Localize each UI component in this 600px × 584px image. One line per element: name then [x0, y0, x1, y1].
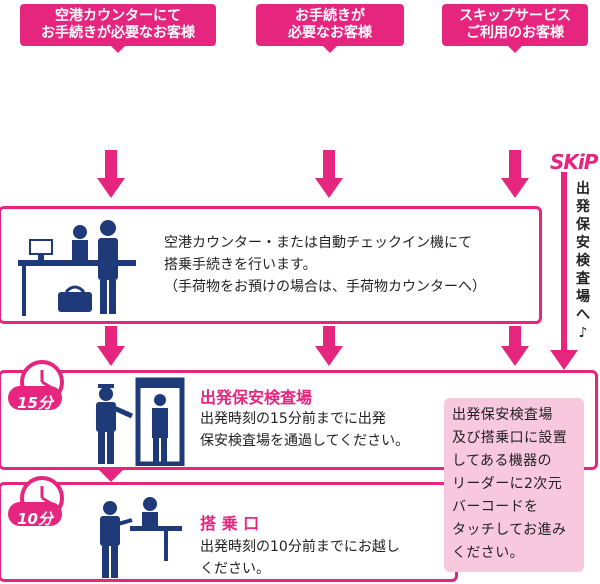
skip-char: 場 [576, 289, 590, 305]
category-text-line: 予約・購入・座席指定を [441, 60, 595, 76]
skip-char: 検 [576, 253, 590, 269]
category-text-line: ２次元バーコードを [441, 101, 589, 123]
arrow-stem [509, 326, 521, 348]
arrow-stem [323, 326, 335, 348]
category-head-line: ご利用のお客様 [466, 25, 564, 41]
security-text-line: 出発時刻の15分前までに出発 [200, 411, 386, 427]
arrow-head [97, 468, 125, 482]
checkin-text: 空港カウンター・または自動チェックイン機にて 搭乗手続きを行います。 （手荷物を… [164, 232, 486, 298]
note-line: ください。 [452, 545, 524, 561]
category-text-line: ある運賃をご利用のお客様 [7, 126, 175, 142]
checkin-counter-icon [18, 220, 136, 316]
skip-char: 査 [576, 271, 590, 287]
category-head-line: 空港カウンターにて [55, 8, 181, 24]
skip-char: 出 [576, 181, 590, 197]
skip-arrow-stem [561, 172, 567, 352]
arrow-head [315, 346, 343, 366]
arrow-head [315, 178, 343, 198]
security-title: 出発保安検査場 [200, 388, 313, 407]
category-head-procedure: お手続きが 必要なお客様 [256, 4, 404, 53]
clock-icon [8, 476, 64, 526]
category-text-line: お済みのお客様で、 [441, 82, 567, 98]
category-head-counter: 空港カウンターにて お手続きが必要なお客様 [20, 4, 216, 53]
boarding-gate-icon [100, 497, 182, 578]
checkin-text-line: 空港カウンター・または自動チェックイン機にて [164, 235, 472, 251]
security-gate-icon [96, 377, 185, 466]
arrow-head [97, 346, 125, 366]
skip-char: 保 [576, 217, 590, 233]
category-text-line: にお立ち寄りいただく必要が [7, 104, 189, 120]
skip-char: へ [576, 307, 590, 323]
skip-route-label: 出 発 保 安 検 査 場 へ ♪ [574, 180, 592, 342]
arrow-stem [105, 150, 117, 180]
category-head-line: スキップサービス [459, 8, 571, 24]
gate-text-line: ください。 [200, 561, 270, 577]
arrow-head [501, 346, 529, 366]
note-line: タッチしてお進み [452, 522, 567, 538]
skip-char: 安 [576, 235, 590, 251]
category-head-line: お手続きが必要なお客様 [41, 25, 195, 41]
time-badge-15: 15分前 [17, 394, 53, 433]
skip-char: 発 [576, 199, 590, 215]
category-text-line: お済みでないお客様／ [257, 82, 397, 98]
note-line: リーダーに2次元 [452, 476, 563, 492]
category-head-line: お手続きが [295, 8, 365, 24]
arrow-head [97, 178, 125, 198]
category-head-line: 必要なお客様 [288, 25, 372, 41]
time-badge-10: 10分前 [17, 510, 53, 549]
checkin-text-line: （手荷物をお預けの場合は、手荷物カウンターへ） [164, 279, 486, 295]
skip-char: ♪ [578, 325, 588, 341]
skip-logo: SKiP [550, 150, 598, 174]
arrow-stem [105, 326, 117, 348]
category-text-line: ２次元バーコードを [257, 104, 383, 120]
gate-box [0, 482, 458, 582]
category-text-bold: ２次元バーコード [441, 104, 553, 120]
checkin-text-line: 搭乗手続きを行います。 [164, 257, 317, 273]
category-head-skip: スキップサービス ご利用のお客様 [442, 4, 588, 53]
category-text-line: お持ちでないお客様 [257, 126, 383, 142]
category-text-line: 予約・購入・座席指定を [257, 60, 411, 76]
category-text-line: お客様／空港の有人カウンター [7, 82, 203, 98]
arrow-stem [323, 150, 335, 180]
arrow-stem [509, 150, 521, 180]
gate-text-line: 出発時刻の10分前までにお越し [200, 539, 400, 555]
note-line: 及び搭乗口に設置 [452, 430, 568, 446]
gate-title: 搭 乗 口 [200, 514, 260, 533]
security-text-line: 保安検査場を通過してください。 [200, 433, 410, 449]
category-text-line: お持ちのお客様 [441, 126, 539, 142]
category-text-suffix: を [553, 104, 567, 120]
note-line: してある機器の [452, 453, 552, 469]
arrow-head [501, 178, 529, 198]
note-line: バーコードを [452, 499, 539, 515]
skip-arrow-head [550, 350, 578, 370]
gate-text: 出発時刻の10分前までにお越し ください。 [200, 536, 400, 580]
clock-icon [8, 360, 64, 410]
note-line: 出発保安検査場 [452, 407, 553, 423]
security-text: 出発時刻の15分前までに出発 保安検査場を通過してください。 [200, 408, 409, 452]
reader-instruction-note: 出発保安検査場 及び搭乗口に設置 してある機器の リーダーに2次元 バーコードを… [444, 398, 584, 572]
category-text-line: 搭乗時にお手伝いが必要な [7, 60, 175, 76]
